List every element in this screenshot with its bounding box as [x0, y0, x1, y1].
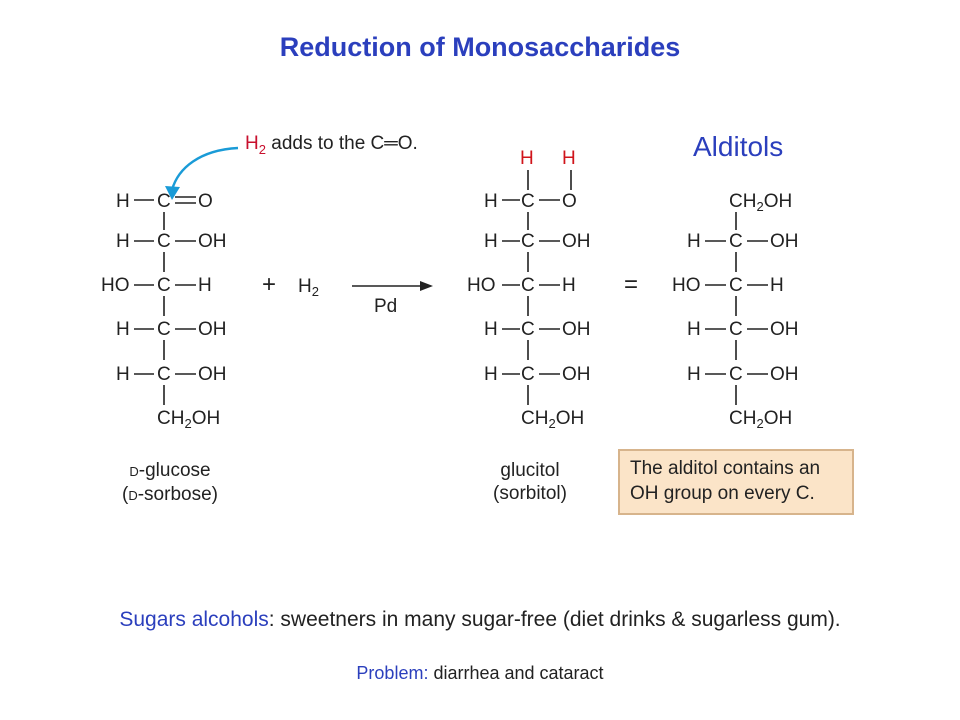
glucitol-row4-carbon: C: [521, 364, 535, 385]
sugar-alcohols-text: : sweetners in many sugar-free (diet dri…: [268, 608, 841, 631]
glucitol-structure: H H H C O H C OH HO C H H C OH H C OH CH…: [467, 148, 591, 431]
alditol-row4-carbon: C: [729, 364, 743, 385]
glucitol-row2-left: HO: [467, 275, 496, 296]
plus-sign: +: [262, 271, 276, 298]
glucose-name: D-glucose (D-sorbose): [122, 460, 218, 505]
glucitol-row4-right: OH: [562, 364, 591, 385]
glucitol-row2-carbon: C: [521, 275, 535, 296]
glucitol-row2-right: H: [562, 275, 576, 296]
glucitol-row1-right: OH: [562, 231, 591, 252]
glucitol-top-right: O: [562, 191, 577, 212]
glucose-bottom: CH2OH: [157, 408, 220, 431]
glucitol-top-left: H: [484, 191, 498, 212]
curved-arrow-head-icon: [165, 186, 180, 200]
glucitol-row1-carbon: C: [521, 231, 535, 252]
glucose-row2-right: H: [198, 275, 212, 296]
glucose-row1-carbon: C: [157, 231, 171, 252]
catalyst-label: Pd: [374, 296, 397, 317]
glucitol-row3-left: H: [484, 319, 498, 340]
glucose-row3-carbon: C: [157, 319, 171, 340]
alditol-row2-left: HO: [672, 275, 701, 296]
alditol-row2-carbon: C: [729, 275, 743, 296]
glucose-row2-left: HO: [101, 275, 130, 296]
alditol-row4-left: H: [687, 364, 701, 385]
glucitol-name: glucitol (sorbitol): [493, 460, 567, 504]
reaction-arrowhead-icon: [420, 281, 433, 291]
glucose-top-left: H: [116, 191, 130, 212]
alditol-info-box: The alditol contains an OH group on ever…: [618, 449, 854, 515]
alditol-row1-right: OH: [770, 231, 799, 252]
sugar-alcohols-highlight: Sugars alcohols: [119, 608, 269, 631]
alditol-row1-left: H: [687, 231, 701, 252]
problem-text: diarrhea and cataract: [428, 663, 604, 683]
added-h-left: H: [520, 148, 534, 169]
glucitol-row1-left: H: [484, 231, 498, 252]
glucose-row1-right: OH: [198, 231, 227, 252]
alditol-structure: CH2OH H C OH HO C H H C OH H C OH CH2OH: [672, 191, 799, 431]
glucose-row4-right: OH: [198, 364, 227, 385]
added-h-right: H: [562, 148, 576, 169]
glucose-top-carbon: C: [157, 191, 171, 212]
glucose-structure: H C O H C OH HO C H H C OH H C OH CH2OH: [101, 191, 227, 431]
page-title: Reduction of Monosaccharides: [279, 32, 681, 62]
glucitol-row3-right: OH: [562, 319, 591, 340]
glucose-top-right: O: [198, 191, 213, 212]
reaction-scheme: H C O H C OH HO C H H C OH H C OH CH2OH …: [101, 146, 799, 431]
alditol-bottom: CH2OH: [729, 408, 792, 431]
sugar-alcohols-line: Sugars alcohols: sweetners in many sugar…: [0, 608, 960, 632]
glucose-row3-right: OH: [198, 319, 227, 340]
glucose-row3-left: H: [116, 319, 130, 340]
glucose-row1-left: H: [116, 231, 130, 252]
reagent-h2: H2: [298, 276, 319, 299]
glucose-row2-carbon: C: [157, 275, 171, 296]
alditol-top: CH2OH: [729, 191, 792, 214]
glucitol-row4-left: H: [484, 364, 498, 385]
problem-line: Problem: diarrhea and cataract: [0, 663, 960, 684]
alditol-row1-carbon: C: [729, 231, 743, 252]
equals-sign: =: [624, 271, 638, 298]
glucitol-top-carbon: C: [521, 191, 535, 212]
problem-highlight: Problem:: [356, 663, 429, 683]
glucose-row4-carbon: C: [157, 364, 171, 385]
glucitol-row3-carbon: C: [521, 319, 535, 340]
alditol-row3-carbon: C: [729, 319, 743, 340]
alditols-heading: Alditols: [693, 131, 784, 162]
glucose-row4-left: H: [116, 364, 130, 385]
note-h2: H2: [245, 133, 266, 157]
curved-arrow-icon: [170, 146, 239, 191]
glucitol-bottom: CH2OH: [521, 408, 584, 431]
note-text: adds to the C═O.: [265, 133, 418, 154]
alditol-row3-right: OH: [770, 319, 799, 340]
alditol-row3-left: H: [687, 319, 701, 340]
alditol-row4-right: OH: [770, 364, 799, 385]
alditol-row2-right: H: [770, 275, 784, 296]
h2-addition-note: H2 adds to the C═O.: [245, 133, 418, 157]
